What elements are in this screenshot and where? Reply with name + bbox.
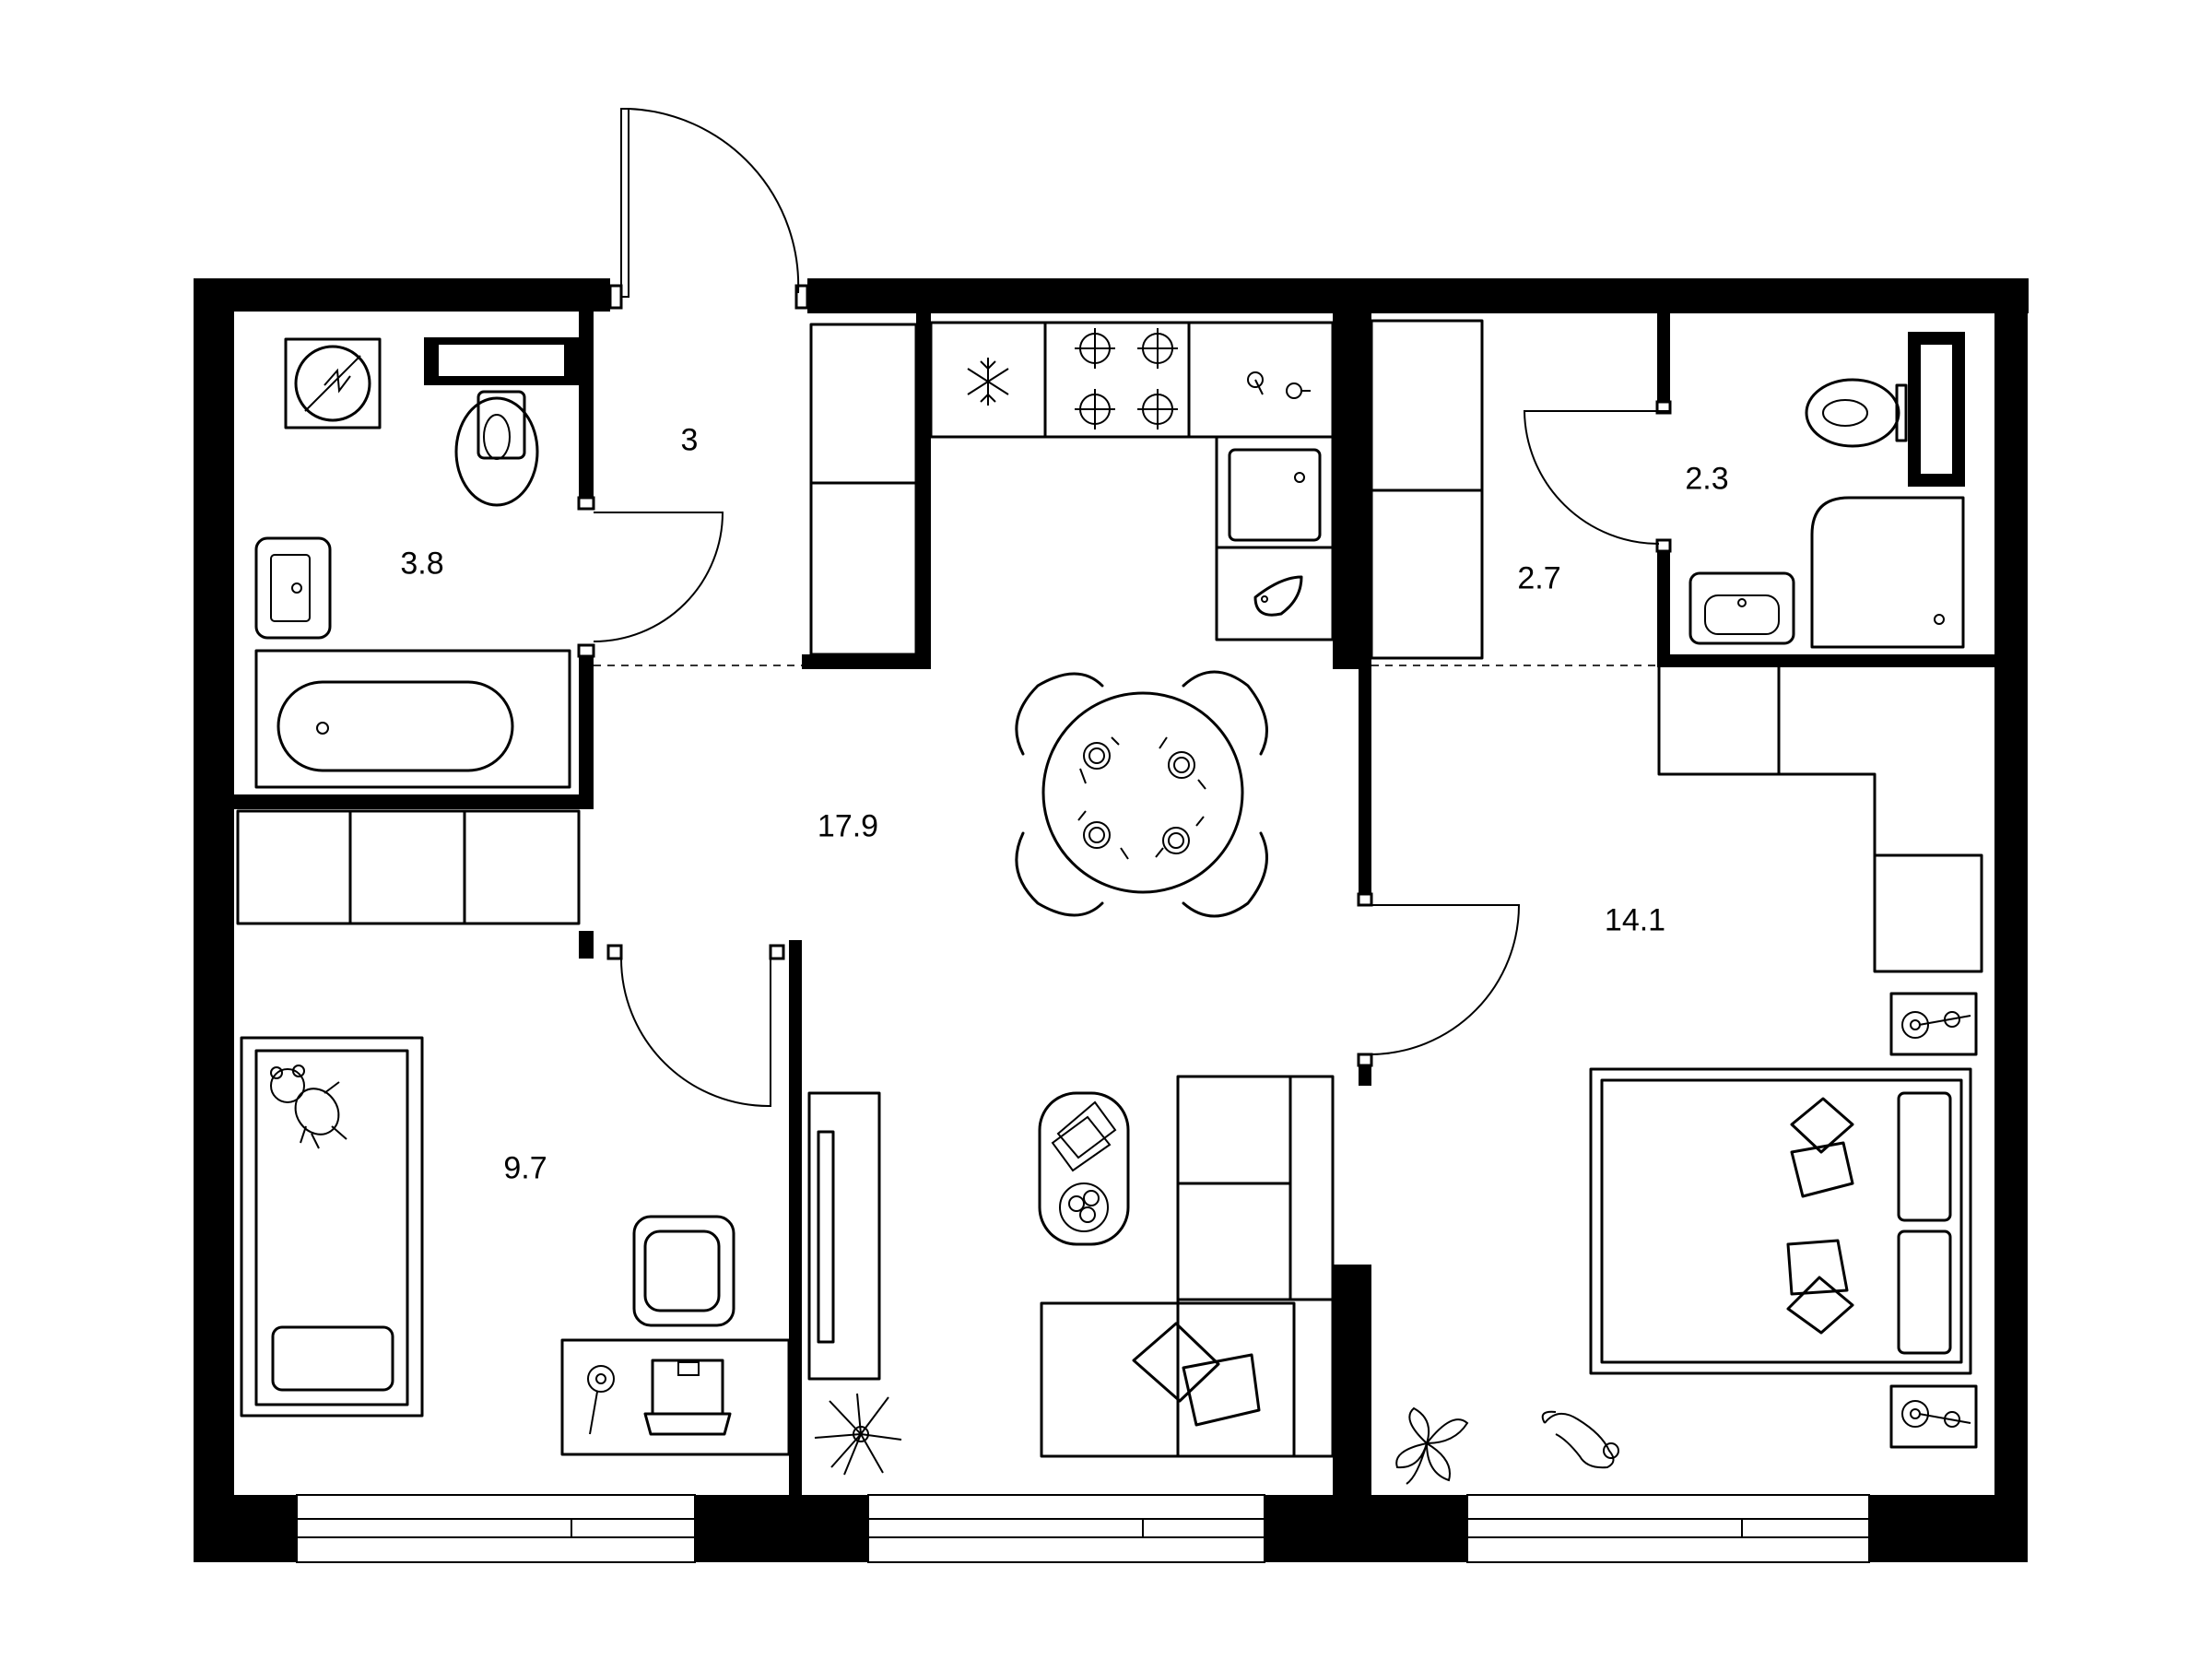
plant-living-icon xyxy=(814,1393,902,1476)
tv-stand-icon xyxy=(807,1091,881,1381)
child-bed-icon xyxy=(240,1036,424,1418)
area-bathroom: 3.8 xyxy=(400,546,444,582)
coffee-table-icon xyxy=(1038,1091,1130,1246)
children-door xyxy=(606,944,785,1108)
cat-icon xyxy=(1541,1410,1619,1469)
window-bedroom xyxy=(1466,1494,1870,1563)
washbasin-icon xyxy=(1688,571,1795,645)
nightstand-bottom-icon xyxy=(1889,1384,1978,1449)
fridge-icon xyxy=(967,358,1009,406)
toilet-door xyxy=(1523,400,1672,553)
toilet-icon xyxy=(454,390,539,507)
area-living-kitchen: 17.9 xyxy=(817,808,879,844)
window-children xyxy=(296,1494,696,1563)
wardrobe-dressing xyxy=(1370,319,1484,660)
children-wardrobe xyxy=(236,809,581,925)
area-bedroom: 14.1 xyxy=(1604,902,1666,938)
desk-chair-icon xyxy=(632,1215,735,1327)
cooktop-icon xyxy=(1075,328,1178,429)
entrance-door xyxy=(608,108,809,310)
shower-icon xyxy=(1810,496,1965,649)
kitchen-counter xyxy=(929,321,1335,641)
sofa-icon xyxy=(1040,1075,1335,1458)
kitchen-sink-icon xyxy=(1228,448,1322,542)
desk-icon xyxy=(560,1338,791,1456)
double-bed-icon xyxy=(1589,1067,1972,1375)
walls xyxy=(194,278,2029,1562)
dining-table-icon xyxy=(1015,670,1268,918)
windows xyxy=(296,1494,1870,1563)
plant-bedroom-icon xyxy=(1395,1406,1469,1485)
washing-machine-icon xyxy=(284,337,382,429)
area-dressing-hall: 2.7 xyxy=(1517,560,1561,596)
area-toilet: 2.3 xyxy=(1685,461,1729,497)
bedroom-wardrobe xyxy=(1657,665,1983,973)
sink-icon xyxy=(254,536,332,640)
tap-icon xyxy=(1247,371,1311,399)
teddy-bear-icon xyxy=(270,1065,347,1149)
bathroom-door xyxy=(577,496,724,658)
wc-icon xyxy=(1805,378,1908,448)
dishwasher-icon xyxy=(1253,575,1303,617)
bathtub-icon xyxy=(254,649,571,789)
area-hall: 3 xyxy=(680,422,699,458)
wardrobe-hall xyxy=(809,323,918,656)
window-living xyxy=(867,1494,1265,1563)
bedroom-door xyxy=(1357,892,1521,1067)
doors xyxy=(577,108,1672,1108)
area-children-room: 9.7 xyxy=(503,1150,547,1186)
nightstand-top-icon xyxy=(1889,992,1978,1056)
